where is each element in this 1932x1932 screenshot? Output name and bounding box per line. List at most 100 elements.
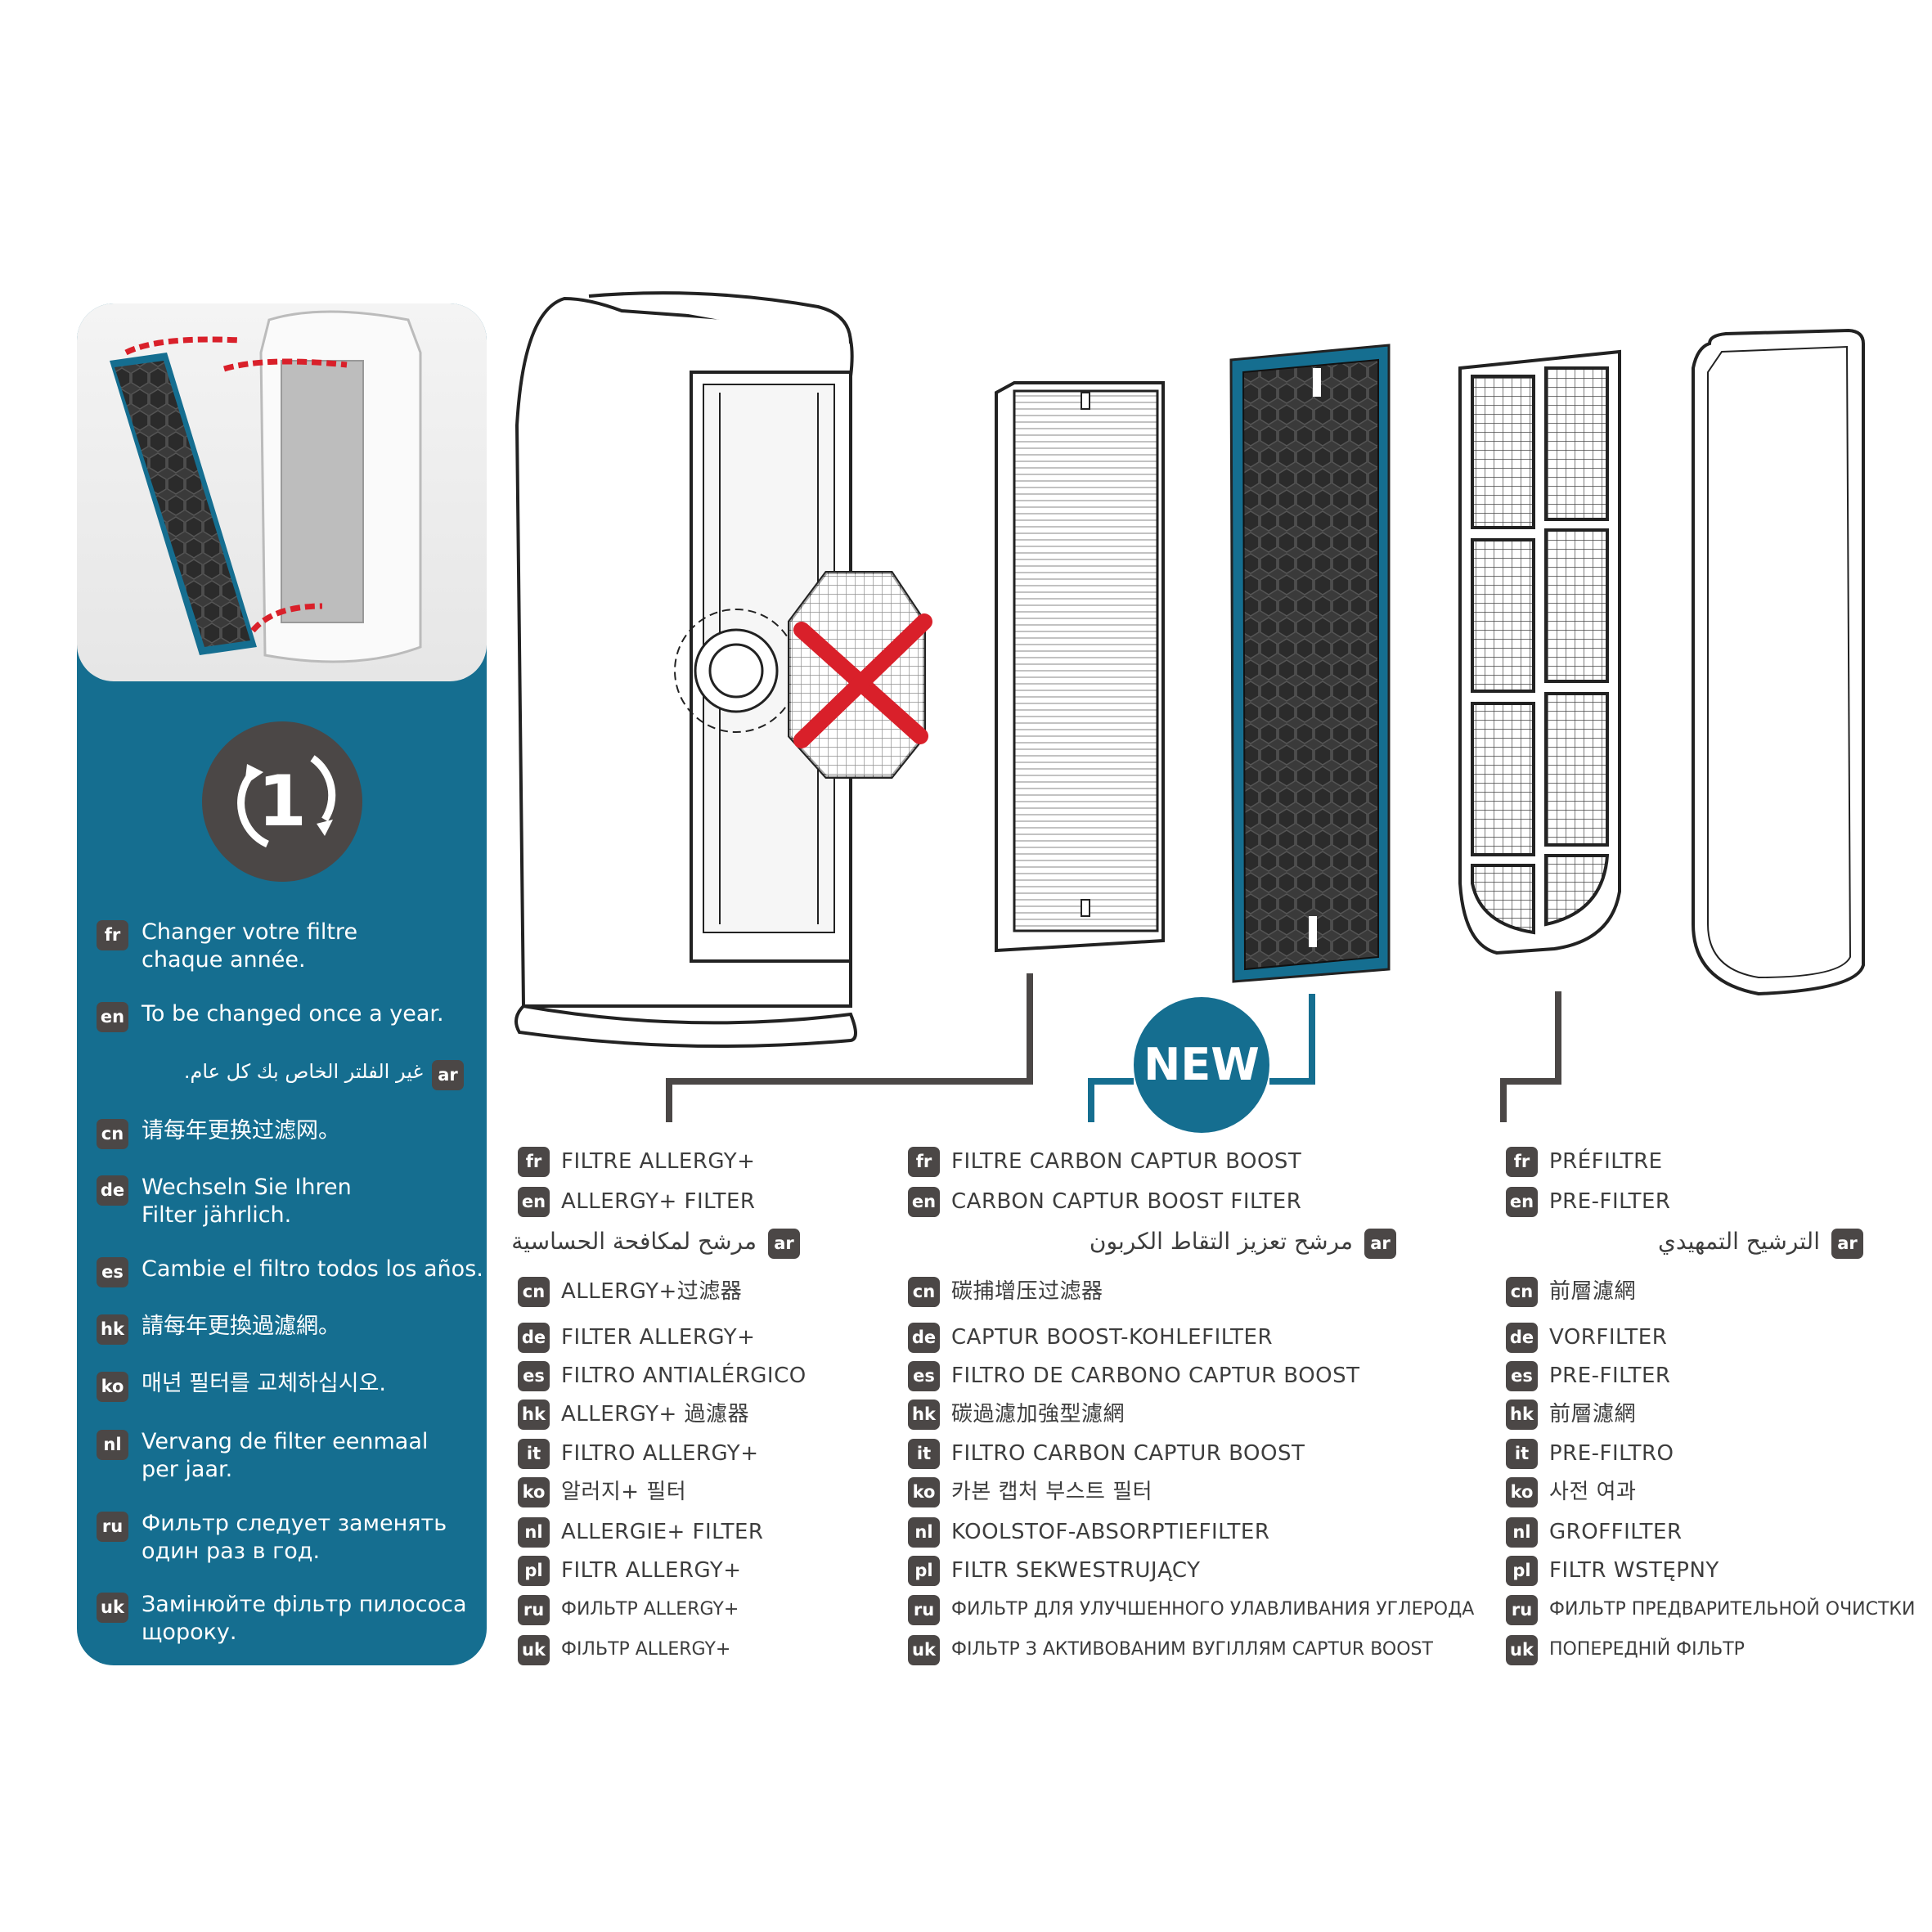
allergy-filter-label-ru: ФИЛЬТР ALLERGY+ [561,1599,739,1620]
connector-prefilter [1500,991,1561,1122]
yearly-cycle-icon: 1 [202,721,362,882]
instruction-text-es: Cambie el filtro todos los años. [142,1256,483,1282]
carbon-filter-label-de: CAPTUR BOOST-KOHLEFILTER [951,1325,1274,1350]
carbon-filter-label-ru: ФИЛЬТР ДЛЯ УЛУЧШЕННОГО УЛАВЛИВАНИЯ УГЛЕР… [951,1599,1475,1620]
pre-filter-label-pl: FILTR WSTĘPNY [1549,1558,1719,1583]
pre-filter-label-it: PRE-FILTRO [1549,1441,1674,1466]
carbon-filter-lang-badge-en: en [908,1187,940,1217]
pre-filter-label-uk: ПОПЕРЕДНІЙ ФІЛЬТР [1549,1639,1745,1660]
allergy-filter-lang-badge-ko: ko [518,1477,550,1507]
purifier-photo [259,310,422,663]
allergy-filter-lang-badge-cn: cn [518,1277,550,1307]
lang-badge-de: de [97,1175,128,1206]
allergy-filter-label-de: FILTER ALLERGY+ [561,1325,756,1350]
lang-badge-en: en [97,1002,128,1032]
replacement-photo [77,303,487,681]
pre-filter-label-en: PRE-FILTER [1549,1189,1671,1214]
instruction-panel: 1 fr Changer votre filtre chaque année. en… [77,303,487,1665]
pre-filter-label-cn: 前層濾網 [1549,1279,1637,1304]
pre-filter-drawing [1458,349,1621,955]
pre-filter-lang-badge-de: de [1506,1323,1538,1353]
carbon-filter-lang-badge-ar: ar [1364,1229,1396,1259]
instruction-text-nl: Vervang de filter eenmaal per jaar. [142,1429,429,1482]
lang-badge-hk: hk [97,1314,128,1345]
lang-badge-ru: ru [97,1512,128,1542]
carbon-filter-label-uk: ФІЛЬТР З АКТИВОВАНИМ ВУГІЛЛЯМ CAPTUR BOO… [951,1639,1433,1660]
allergy-filter-label-es: FILTRO ANTIALÉRGICO [561,1364,806,1388]
carbon-filter-lang-badge-cn: cn [908,1277,940,1307]
pre-filter-label-nl: GROFFILTER [1549,1520,1683,1544]
pre-filter-label-ru: ФИЛЬТР ПРЕДВАРИТЕЛЬНОЙ ОЧИСТКИ [1549,1599,1916,1620]
carbon-filter-lang-badge-es: es [908,1361,940,1391]
allergy-filter-lang-badge-it: it [518,1439,550,1469]
instruction-text-de: Wechseln Sie Ihren Filter jährlich. [142,1175,352,1228]
carbon-filter-label-fr: FILTRE CARBON CAPTUR BOOST [951,1149,1302,1174]
carbon-filter-lang-badge-de: de [908,1323,940,1353]
instruction-text-uk: Замінюйте фільтр пилососа щороку. [142,1592,467,1645]
carbon-filter-lang-badge-hk: hk [908,1400,940,1430]
carbon-filter-label-nl: KOOLSTOF-ABSORPTIEFILTER [951,1520,1270,1544]
instruction-text-cn: 请每年更换过滤网。 [142,1118,340,1143]
carbon-filter-label-it: FILTRO CARBON CAPTUR BOOST [951,1441,1305,1466]
carbon-filter-lang-badge-nl: nl [908,1517,940,1548]
allergy-filter-lang-badge-uk: uk [518,1635,550,1665]
allergy-filter-label-pl: FILTR ALLERGY+ [561,1558,742,1583]
new-badge: NEW [1134,997,1269,1133]
lang-badge-ar: ar [432,1060,464,1090]
instruction-text-en: To be changed once a year. [142,1001,444,1027]
allergy-filter-label-ar: مرشح لمكافحة الحساسية [511,1228,757,1255]
instruction-text-hk: 請每年更換過濾網。 [142,1314,340,1339]
allergy-filter-label-uk: ФІЛЬТР ALLERGY+ [561,1639,731,1660]
pre-filter-label-de: VORFILTER [1549,1325,1668,1350]
carbon-filter-drawing [1229,344,1391,983]
allergy-filter-lang-badge-ru: ru [518,1595,550,1625]
pre-filter-lang-badge-nl: nl [1506,1517,1538,1548]
pre-filter-lang-badge-uk: uk [1506,1635,1538,1665]
pre-filter-label-ar: الترشيح التمهيدي [1657,1228,1820,1255]
allergy-filter-drawing [995,381,1165,953]
allergy-filter-label-hk: ALLERGY+ 過濾器 [561,1402,750,1427]
carbon-filter-lang-badge-uk: uk [908,1635,940,1665]
carbon-filter-lang-badge-pl: pl [908,1556,940,1586]
pre-filter-lang-badge-it: it [1506,1439,1538,1469]
pre-filter-lang-badge-ar: ar [1831,1229,1863,1259]
front-cover-drawing [1692,328,1865,996]
instruction-text-ru: Фильтр следует заменять один раз в год. [142,1511,447,1564]
carbon-filter-label-es: FILTRO DE CARBONO CAPTUR BOOST [951,1364,1360,1388]
pre-filter-label-fr: PRÉFILTRE [1549,1149,1663,1174]
lang-badge-nl: nl [97,1430,128,1460]
pre-filter-lang-badge-ko: ko [1506,1477,1538,1507]
allergy-filter-lang-badge-ar: ar [768,1229,800,1259]
allergy-filter-label-nl: ALLERGIE+ FILTER [561,1520,764,1544]
carbon-filter-lang-badge-it: it [908,1439,940,1469]
allergy-filter-lang-badge-en: en [518,1187,550,1217]
lang-badge-fr: fr [97,920,128,950]
pre-filter-lang-badge-es: es [1506,1361,1538,1391]
allergy-filter-lang-badge-es: es [518,1361,550,1391]
carbon-filter-label-pl: FILTR SEKWESTRUJĄCY [951,1558,1201,1583]
allergy-filter-lang-badge-pl: pl [518,1556,550,1586]
lang-badge-ko: ko [97,1372,128,1402]
connector-carbon-right [1269,994,1315,1085]
allergy-filter-label-ko: 알러지+ 필터 [561,1480,687,1504]
allergy-filter-label-fr: FILTRE ALLERGY+ [561,1149,756,1174]
carbon-filter-lang-badge-ru: ru [908,1595,940,1625]
allergy-filter-lang-badge-fr: fr [518,1147,550,1177]
instruction-text-ar: غير الفلتر الخاص بك كل عام. [183,1060,423,1083]
insert-arrow-icon [124,336,348,633]
lang-badge-uk: uk [97,1593,128,1623]
pre-filter-lang-badge-cn: cn [1506,1277,1538,1307]
carbon-filter-photo [110,353,257,655]
pre-filter-lang-badge-fr: fr [1506,1147,1538,1177]
pre-filter-lang-badge-ru: ru [1506,1595,1538,1625]
allergy-filter-label-cn: ALLERGY+过滤器 [561,1279,743,1304]
connector-allergy [666,973,1033,1122]
instruction-text-fr: Changer votre filtre chaque année. [142,919,358,973]
pre-filter-lang-badge-en: en [1506,1187,1538,1217]
pre-filter-lang-badge-pl: pl [1506,1556,1538,1586]
carbon-filter-label-en: CARBON CAPTUR BOOST FILTER [951,1189,1302,1214]
cycle-digit: 1 [258,761,307,842]
allergy-filter-lang-badge-nl: nl [518,1517,550,1548]
pre-filter-label-hk: 前層濾網 [1549,1402,1637,1427]
